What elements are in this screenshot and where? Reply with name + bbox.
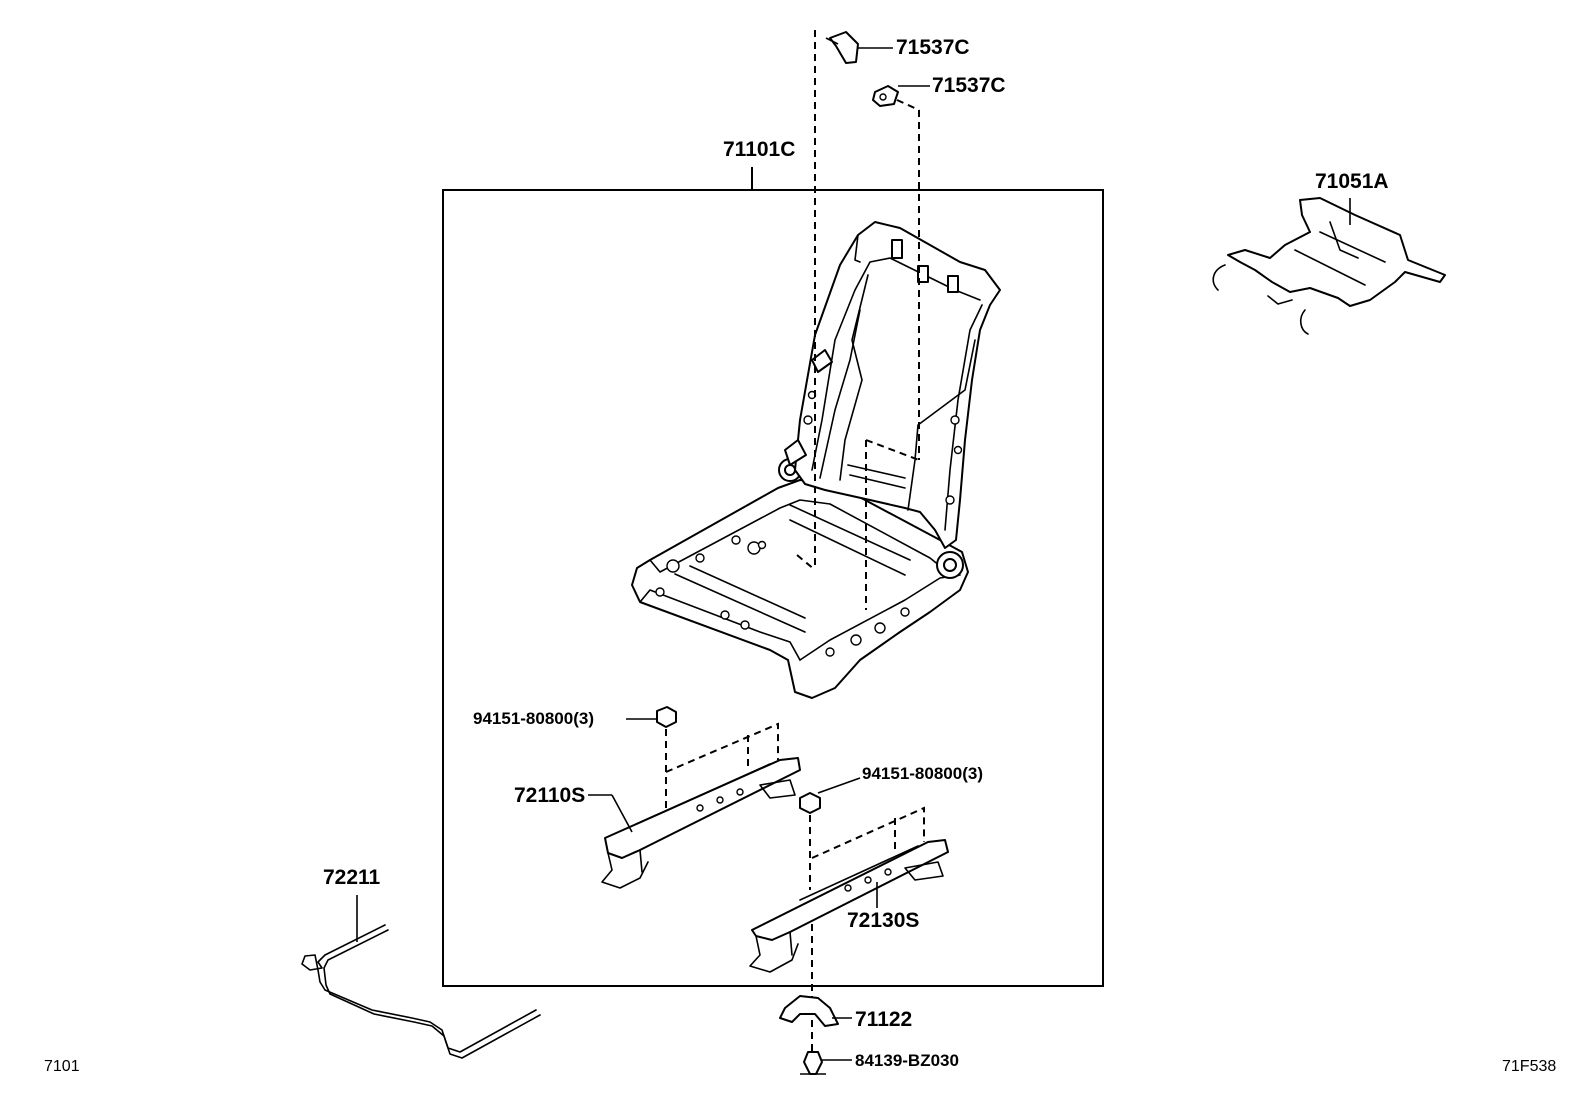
label-cover-upper: 71537C [896,36,970,59]
wire-drawing [301,895,541,1059]
adjuster-left-drawing [588,722,801,889]
cover-upper-drawing [825,31,893,64]
assembly-box [442,189,1104,987]
nut-right-drawing [799,777,861,890]
label-seat-frame-assy: 71101C [723,138,795,161]
label-wire: 72211 [323,866,381,889]
adjuster-right-drawing [749,806,949,973]
corner-code-left: 7101 [44,1058,80,1075]
bracket-drawing [779,995,852,1027]
label-seat-spring: 71051A [1315,170,1389,193]
label-adjuster-left: 72110S [514,784,585,807]
label-clip: 84139-BZ030 [855,1051,959,1070]
corner-code-right: 71F538 [1502,1058,1556,1075]
label-nut-left: 94151-80800(3) [473,709,594,728]
assembly-dashes [796,30,920,1060]
nut-left-drawing [626,706,677,810]
cover-lower-drawing [872,85,930,111]
seat-frame-drawing [631,221,1001,699]
clip-drawing [800,1051,852,1075]
label-nut-right: 94151-80800(3) [862,764,983,783]
label-bracket: 71122 [855,1008,912,1031]
label-adjuster-right: 72130S [847,909,919,932]
seat-spring-drawing [1212,197,1446,335]
label-cover-lower: 71537C [932,74,1006,97]
